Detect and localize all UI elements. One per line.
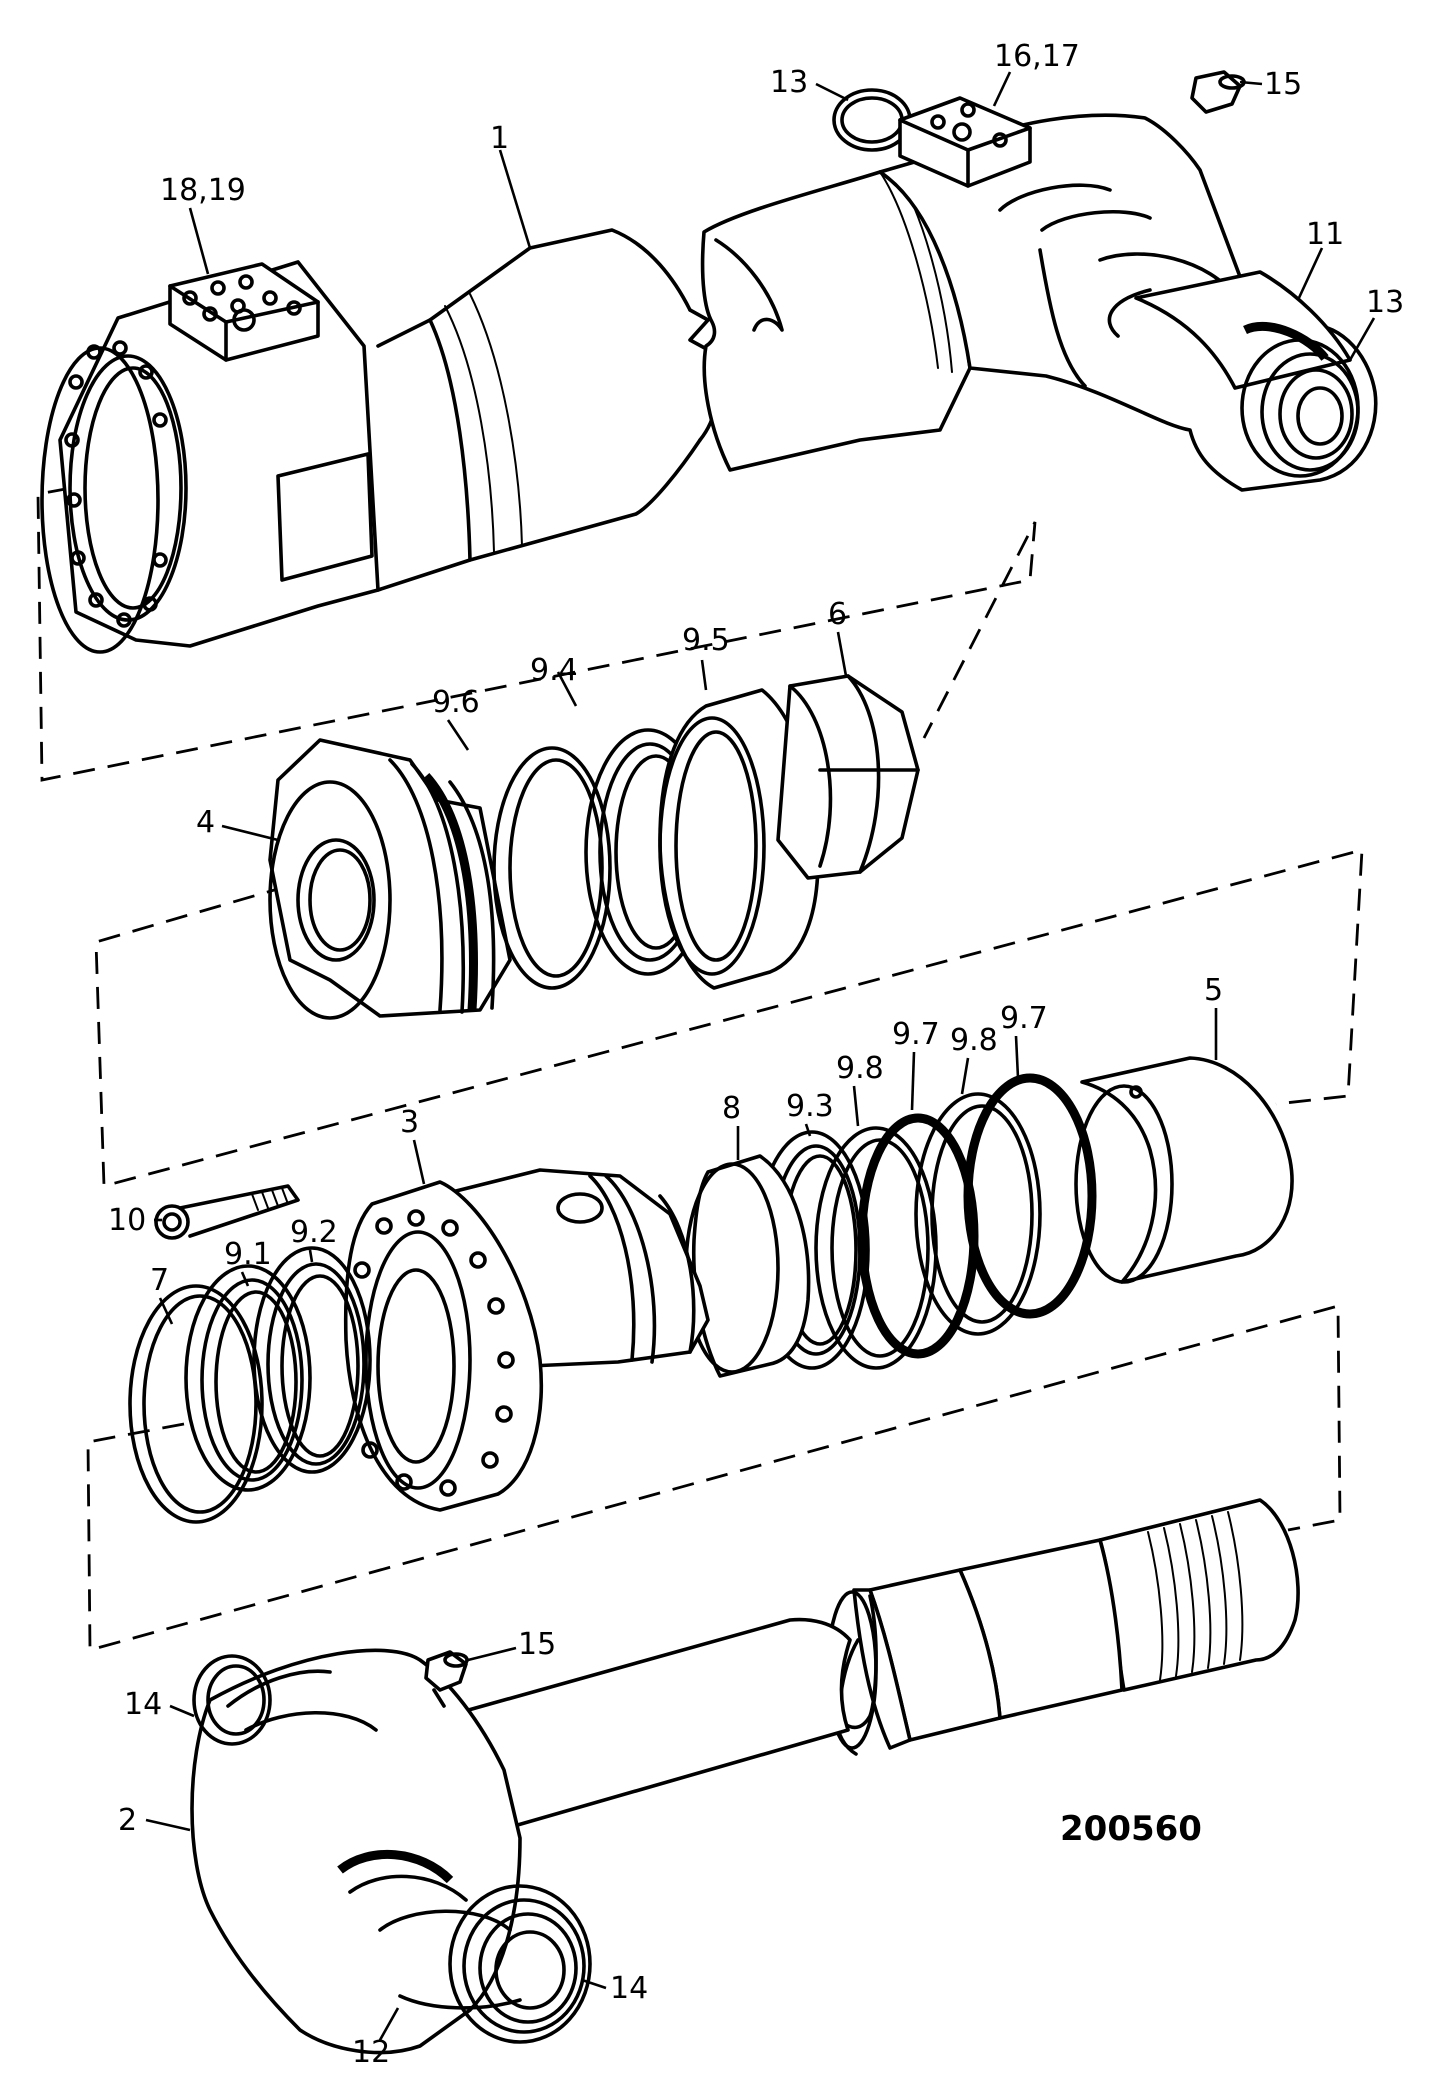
callout-14-left: 14 — [124, 1687, 162, 1722]
part-2-piston-rod — [190, 1498, 1300, 2055]
callout-9-2: 9.2 — [290, 1215, 338, 1250]
callout-9-1: 9.1 — [224, 1237, 272, 1272]
callout-14-bottom: 14 — [610, 1971, 648, 2006]
callout-9-7-b: 9.7 — [892, 1017, 940, 1052]
part-4-piston-group — [268, 674, 920, 1020]
callout-9-8-b: 9.8 — [836, 1051, 884, 1086]
callout-12: 12 — [352, 2035, 390, 2070]
callout-labels: 18,19 1 13 16,17 15 11 13 9.5 6 9.4 9.6 … — [108, 39, 1404, 2070]
callout-leader-lines — [145, 71, 1376, 2041]
drawing-number: 200560 — [1060, 1809, 1202, 1849]
callout-9-7-a: 9.7 — [1000, 1001, 1048, 1036]
callout-8: 8 — [722, 1091, 741, 1126]
assembly-guide-lines — [36, 480, 1364, 1652]
callout-5: 5 — [1204, 973, 1223, 1008]
callout-6: 6 — [828, 597, 847, 632]
callout-2: 2 — [118, 1803, 137, 1838]
callout-16-17: 16,17 — [994, 39, 1080, 74]
callout-1: 1 — [490, 121, 509, 156]
callout-18-19: 18,19 — [160, 173, 246, 208]
callout-15-top: 15 — [1264, 67, 1302, 102]
callout-11: 11 — [1306, 217, 1344, 252]
callout-9-6: 9.6 — [432, 685, 480, 720]
callout-15-bottom: 15 — [518, 1627, 556, 1662]
callout-13-top: 13 — [770, 65, 808, 100]
callout-3: 3 — [400, 1105, 419, 1140]
callout-4: 4 — [196, 805, 215, 840]
callout-7: 7 — [150, 1263, 169, 1298]
callout-9-5: 9.5 — [682, 623, 730, 658]
callout-9-3: 9.3 — [786, 1089, 834, 1124]
part-3-cylinder-head — [128, 1168, 710, 1524]
callout-9-8-a: 9.8 — [950, 1023, 998, 1058]
callout-9-4: 9.4 — [530, 653, 578, 688]
callout-13-right: 13 — [1366, 285, 1404, 320]
callout-10: 10 — [108, 1203, 146, 1238]
part-1-cylinder-barrel — [40, 70, 1378, 654]
